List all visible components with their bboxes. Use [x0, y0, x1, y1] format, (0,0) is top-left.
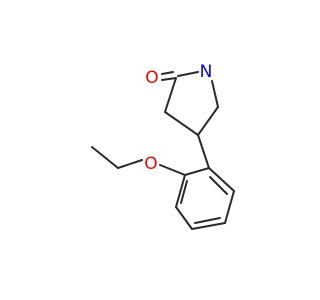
structure-diagram: O N O: [91, 62, 235, 230]
bond-c3-c4: [164, 111, 199, 136]
bond-n1-c2: [177, 71, 199, 77]
carbonyl-oxygen-label: O: [145, 68, 158, 88]
bond-c2-c3: [164, 77, 177, 113]
bond-ar3-ar4: [175, 206, 193, 230]
bond-ar5-ar6: [224, 190, 235, 224]
ether-oxygen-label: O: [144, 154, 157, 174]
bond-c2-o-double-b: [161, 71, 174, 75]
bond-aromatic-inner-2: [194, 217, 221, 224]
bond-c2-o-double-a: [161, 77, 177, 81]
bond-aromatic-inner-1: [180, 180, 188, 204]
bond-c5-n1: [211, 80, 219, 108]
bond-c4-aryl: [197, 134, 210, 169]
bonds: [91, 71, 235, 230]
atom-labels: O N O: [144, 62, 212, 174]
bond-ar6-ar1: [208, 167, 235, 192]
bond-c4-c5: [197, 106, 219, 136]
bond-ar2-ether-o: [159, 164, 186, 176]
bond-aromatic-inner-3: [209, 176, 228, 195]
bond-ar1-ar2: [184, 167, 210, 176]
bond-ar4-ar5: [191, 222, 226, 230]
bond-ar2-ar3: [175, 174, 186, 208]
bond-ch2-ch3: [91, 146, 119, 169]
bond-ether-o-ch2: [117, 159, 143, 169]
amide-nitrogen-label: N: [200, 62, 213, 82]
